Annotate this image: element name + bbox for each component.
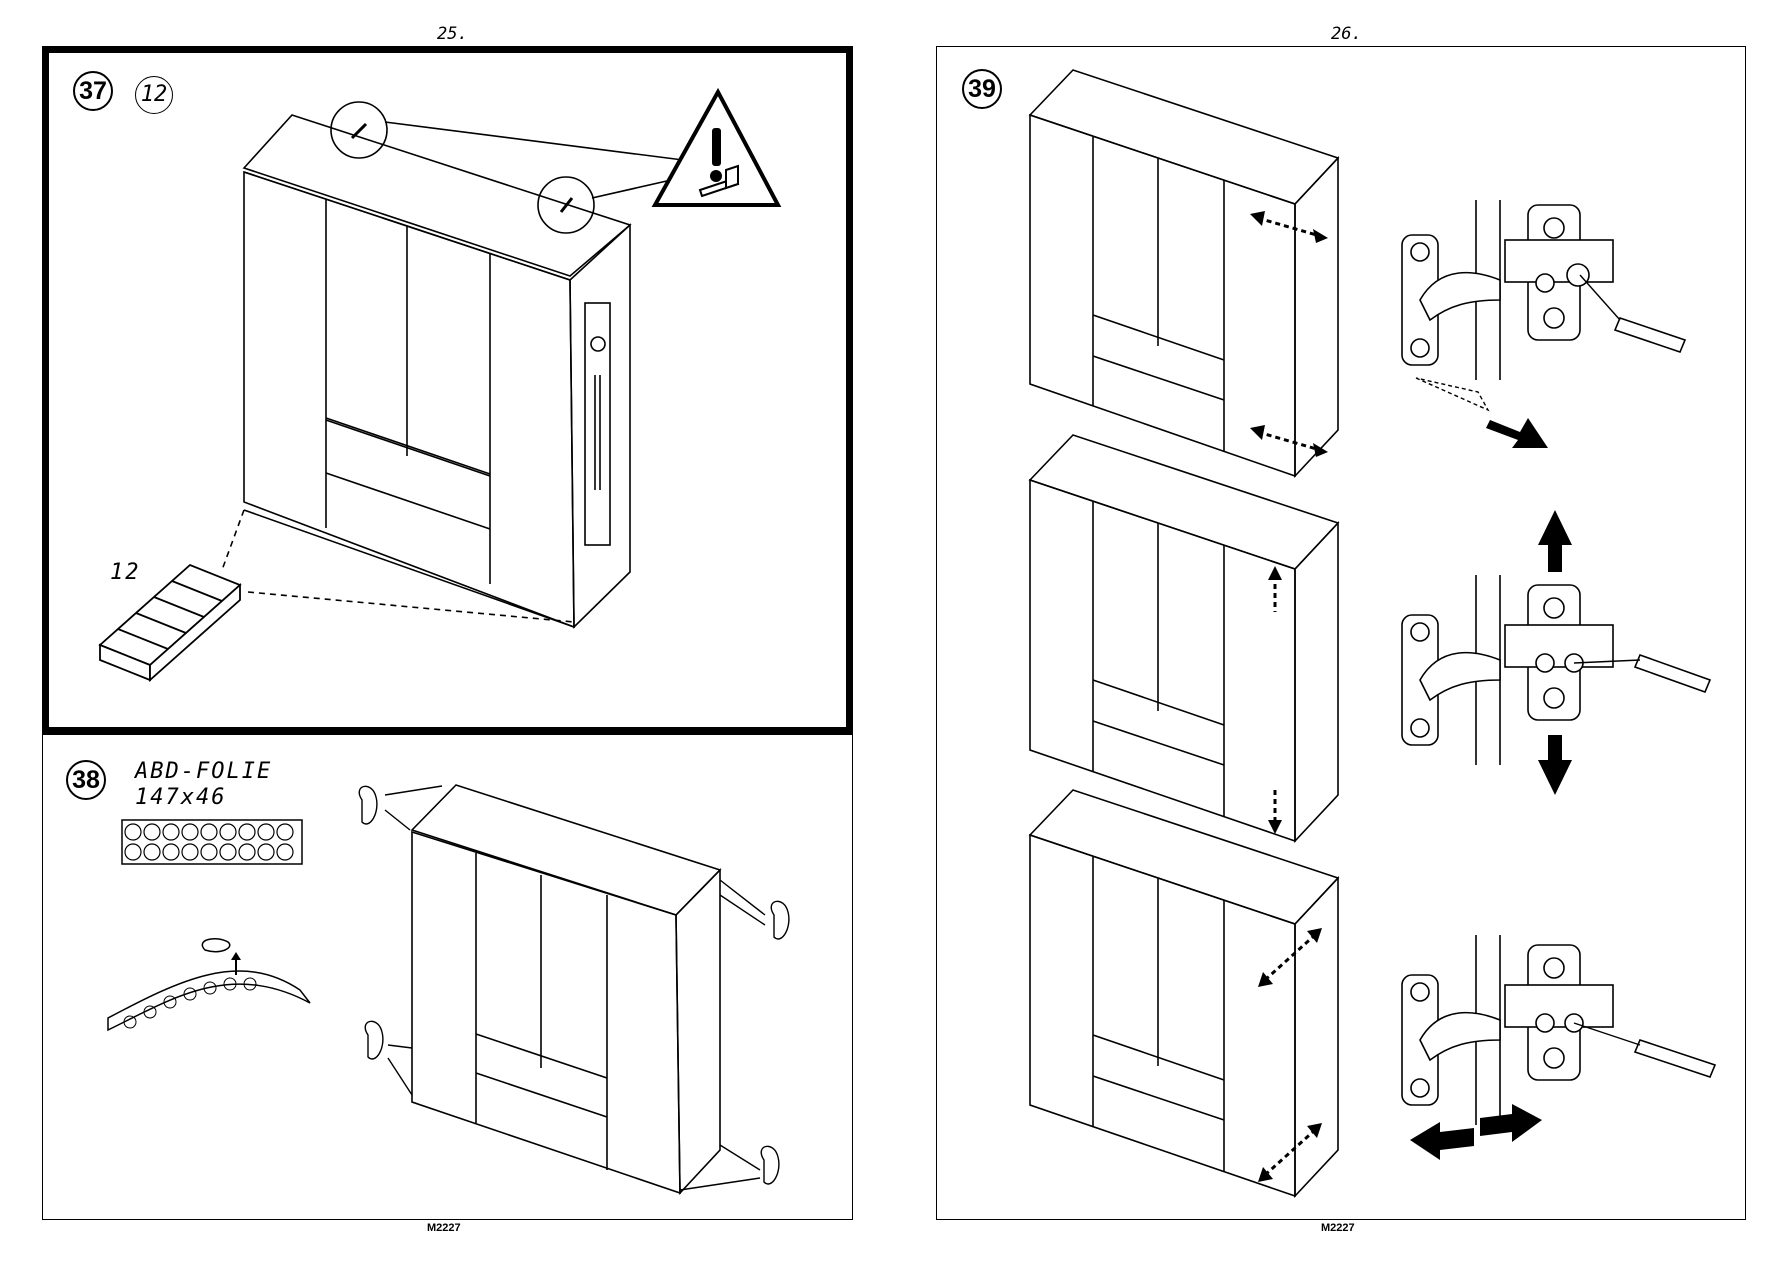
wardrobe-middle bbox=[1030, 435, 1338, 841]
hinge-icon bbox=[1402, 200, 1613, 380]
wardrobe-bottom bbox=[1030, 790, 1338, 1196]
screwdriver-icon bbox=[1615, 318, 1715, 1077]
wardrobe-top bbox=[1030, 70, 1338, 476]
